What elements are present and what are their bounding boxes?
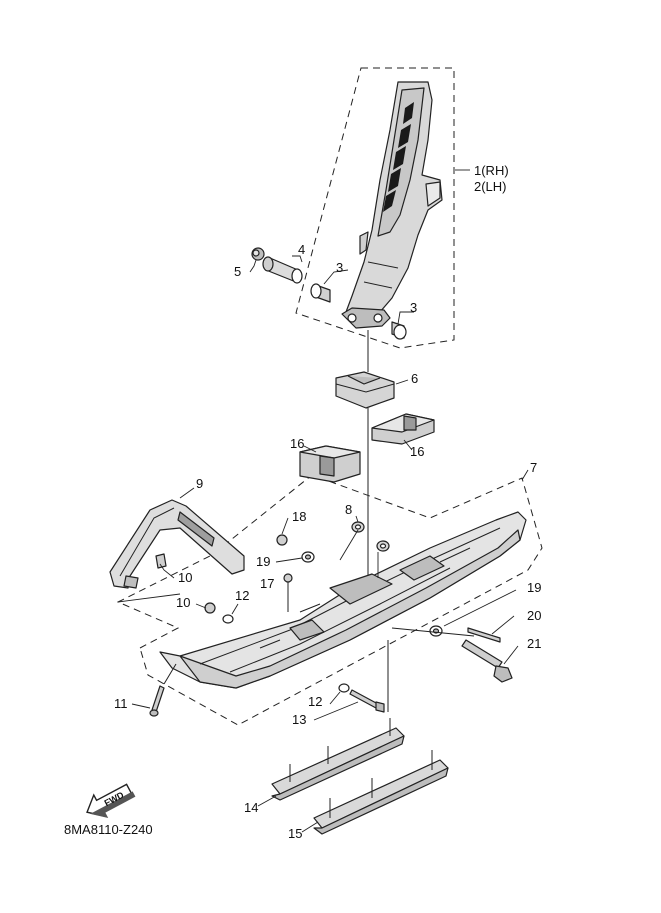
callout-9: 9 <box>196 476 203 491</box>
diagram-code: 8MA8110-Z240 <box>64 822 153 837</box>
washer-8b <box>376 540 390 552</box>
bushing-3b <box>391 321 407 340</box>
washer-19b <box>429 625 443 637</box>
bolt-13 <box>349 689 385 713</box>
callout-19b: 19 <box>527 580 541 595</box>
washer-12a <box>222 614 234 624</box>
cap-5 <box>251 247 265 261</box>
callout-2: 2(LH) <box>474 179 507 194</box>
grommet-10b <box>204 602 216 614</box>
wearbar-14 <box>271 718 405 801</box>
fwd-arrow-icon: FWD <box>86 783 136 818</box>
callout-7: 7 <box>530 460 537 475</box>
callout-1: 1(RH) <box>474 163 509 178</box>
callout-12b: 12 <box>308 694 322 709</box>
callout-10b: 10 <box>176 595 190 610</box>
callout-16a: 16 <box>290 436 304 451</box>
bushing-4 <box>262 256 303 284</box>
callout-17: 17 <box>260 576 274 591</box>
callout-10a: 10 <box>178 570 192 585</box>
spindle <box>341 81 443 329</box>
bushing-3a <box>310 283 331 303</box>
callout-8: 8 <box>345 502 352 517</box>
nut-17 <box>283 573 293 583</box>
washer-19a <box>301 551 315 563</box>
callout-5: 5 <box>234 264 241 279</box>
wearbar-15 <box>313 750 449 835</box>
leader-lines <box>117 169 529 833</box>
callout-11: 11 <box>114 696 128 711</box>
callout-21: 21 <box>527 636 541 651</box>
pad-16b <box>371 413 435 445</box>
nut-18 <box>276 534 288 546</box>
callout-13: 13 <box>292 712 306 727</box>
spacer-20 <box>467 627 501 643</box>
damper-6 <box>335 371 395 409</box>
washer-12b <box>338 683 350 693</box>
callout-20: 20 <box>527 608 541 623</box>
callout-3b: 3 <box>410 300 417 315</box>
ski-group-boundary <box>116 474 543 726</box>
callout-4: 4 <box>298 242 305 257</box>
pad-16a <box>299 445 361 483</box>
callout-16b: 16 <box>410 444 424 459</box>
callout-6: 6 <box>411 371 418 386</box>
callout-19a: 19 <box>256 554 270 569</box>
grommet-10a <box>155 553 167 569</box>
callout-12a: 12 <box>235 588 249 603</box>
callout-3a: 3 <box>336 260 343 275</box>
bolt-21 <box>461 639 513 683</box>
ski-7 <box>159 511 527 689</box>
callout-14: 14 <box>244 800 258 815</box>
bolt-11 <box>149 685 165 717</box>
spindle-group-boundary <box>295 67 455 349</box>
spindle-stripes <box>383 102 414 212</box>
callout-18: 18 <box>292 509 306 524</box>
handle-9 <box>109 499 245 589</box>
callout-15: 15 <box>288 826 302 841</box>
